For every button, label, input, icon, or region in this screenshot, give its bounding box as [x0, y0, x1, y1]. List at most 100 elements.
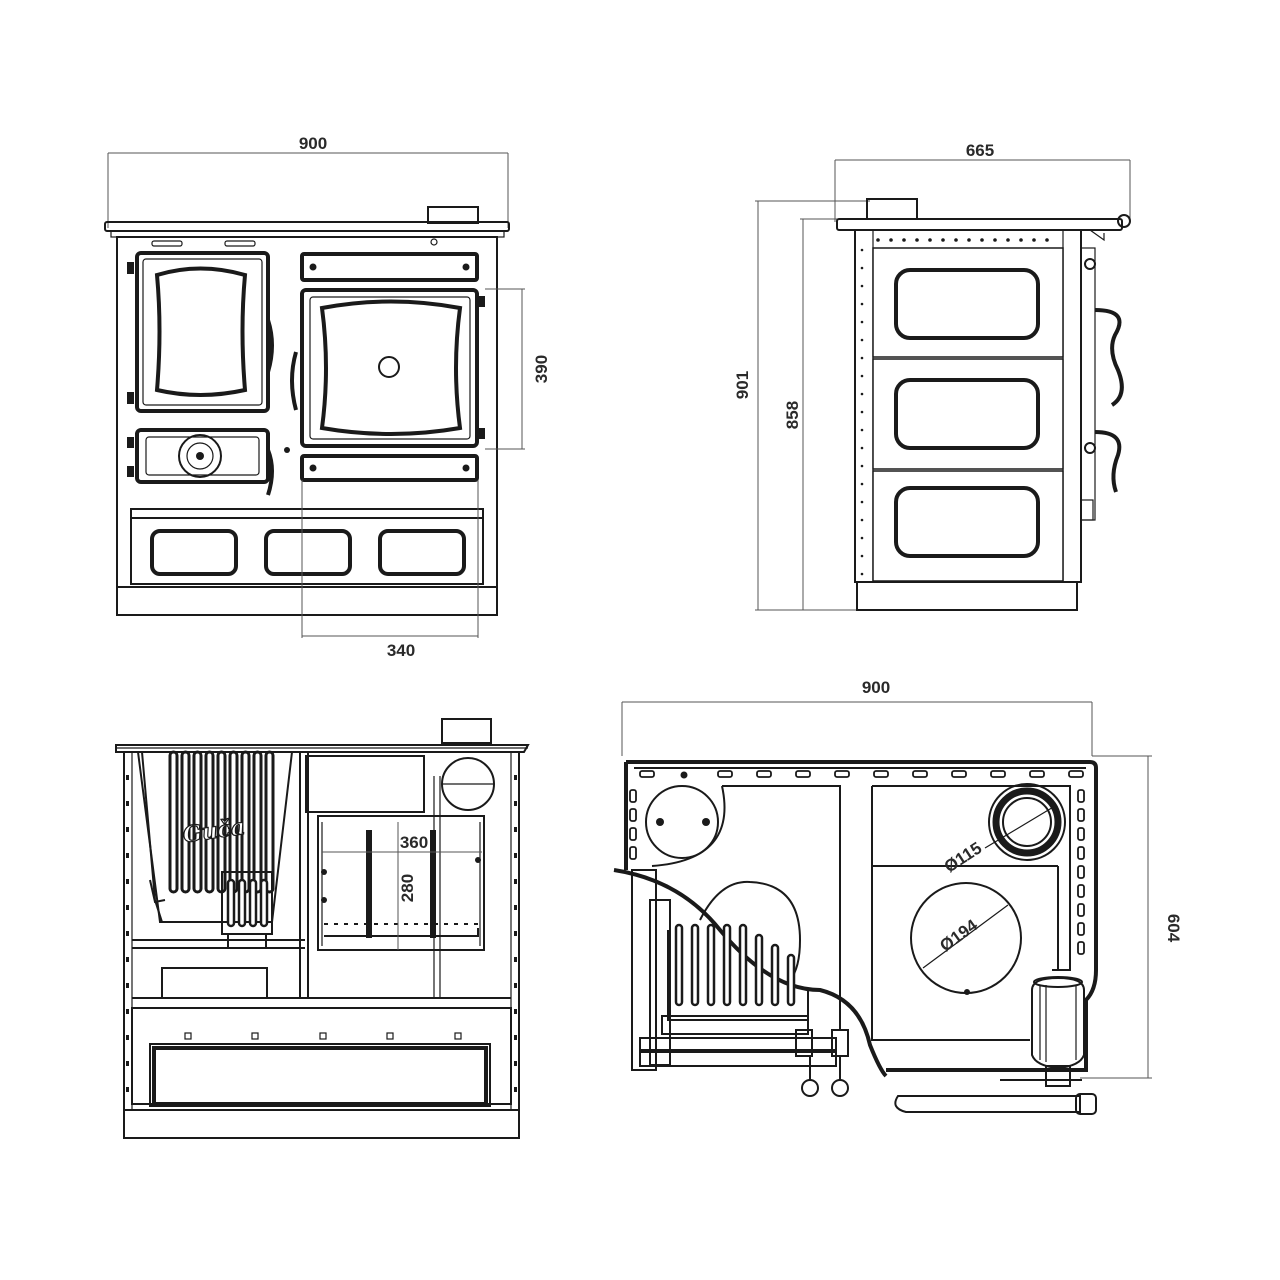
grate-rib	[690, 923, 700, 1007]
rivet	[902, 238, 906, 242]
top-depth-label: 604	[1164, 914, 1183, 943]
hob-slot	[1077, 827, 1085, 841]
rivet	[126, 853, 129, 858]
grate-rib	[706, 923, 716, 1007]
hotplate-ring: Ø194	[910, 882, 1022, 995]
ash-pan-rib	[237, 878, 247, 928]
rivet	[860, 392, 864, 396]
side-hob-height-dimension: 858	[783, 218, 845, 610]
rivet	[1019, 238, 1023, 242]
hob-slot	[951, 770, 967, 778]
rivet	[967, 238, 971, 242]
rivet	[993, 238, 997, 242]
hob-slot	[1077, 865, 1085, 879]
grate-rib	[722, 923, 732, 1007]
side-plinth	[856, 581, 1078, 611]
oven-interior-dimensions: 360 280	[322, 822, 482, 950]
section-view: Guča	[115, 718, 530, 1139]
section-oven-box	[317, 815, 485, 951]
storage-drawer	[130, 508, 484, 585]
grate-rib	[252, 750, 263, 894]
grate-rib	[674, 923, 684, 1007]
top-view: 900 604 Ø	[613, 678, 1183, 1115]
hotplate-diameter-label: Ø194	[936, 915, 981, 955]
hob-slot	[1077, 808, 1085, 822]
top-width-dimension: 900	[621, 678, 1093, 756]
rivet	[126, 957, 129, 962]
ash-pan-rib	[248, 878, 258, 928]
left-cooking-ring	[645, 785, 719, 859]
section-plinth	[123, 1109, 520, 1139]
rivet	[514, 879, 517, 884]
hob-slot	[1029, 770, 1045, 778]
rivet	[980, 238, 984, 242]
rivet	[514, 983, 517, 988]
oven-door-height-dimension: 390	[485, 288, 551, 450]
hob-slot	[834, 770, 850, 778]
rivet	[126, 905, 129, 910]
rivet	[126, 1087, 129, 1092]
side-panel-upper	[894, 268, 1040, 340]
hob-slot	[1077, 884, 1085, 898]
hob-slot	[629, 827, 637, 841]
ash-drawer	[127, 428, 274, 496]
oven-interior-width-label: 360	[400, 833, 428, 852]
side-drawer-handle	[1094, 430, 1122, 493]
side-view: 665 901 858	[733, 141, 1131, 611]
side-panel-lower	[894, 486, 1040, 558]
side-depth-dimension: 665	[834, 141, 1131, 222]
grate-rib	[264, 750, 275, 894]
hob-slot	[1068, 770, 1084, 778]
oven-door-height-label: 390	[532, 355, 551, 383]
rivet	[860, 320, 864, 324]
grate-rib	[180, 750, 191, 894]
section-flue-collar	[441, 718, 492, 744]
rivet	[126, 1009, 129, 1014]
drawer-stud	[184, 1032, 192, 1040]
rivet	[514, 1009, 517, 1014]
hob-slot	[639, 770, 655, 778]
ash-pan-rib	[226, 878, 236, 928]
rivet	[860, 536, 864, 540]
drawer-stud	[251, 1032, 259, 1040]
hob-slot	[756, 770, 772, 778]
flue-opening: Ø115	[941, 783, 1066, 876]
grate-rib	[754, 933, 764, 1007]
rivet	[514, 1035, 517, 1040]
hob-slot	[629, 789, 637, 803]
rivet	[514, 801, 517, 806]
rivet	[126, 801, 129, 806]
towel-rail	[894, 1093, 1097, 1115]
oven-door-width-label: 340	[387, 641, 415, 660]
side-depth-label: 665	[966, 141, 994, 160]
section-ash-pan	[221, 871, 273, 949]
rivet	[860, 374, 864, 378]
hob-slot	[1077, 903, 1085, 917]
control-knob-left	[801, 1079, 819, 1097]
rivet	[126, 1035, 129, 1040]
grate-rib	[168, 750, 179, 894]
side-hob-height-label: 858	[783, 401, 802, 429]
rivet	[514, 1087, 517, 1092]
rivet	[514, 827, 517, 832]
section-hob-plate	[115, 744, 530, 753]
hob-outline	[626, 760, 1098, 1072]
firebox-door	[127, 251, 274, 413]
rivet	[126, 931, 129, 936]
hob-slot	[912, 770, 928, 778]
rivet	[1032, 238, 1036, 242]
ash-pan-rib	[259, 878, 269, 928]
grate-rib	[192, 750, 203, 894]
section-firebox-grate	[137, 750, 293, 923]
flue-diameter-label: Ø115	[941, 838, 985, 876]
side-total-height-label: 901	[733, 371, 752, 399]
hob-slot	[873, 770, 889, 778]
rivet	[126, 775, 129, 780]
grate-rib	[786, 953, 796, 1007]
water-cylinder	[1000, 976, 1085, 1087]
rivet	[514, 1061, 517, 1066]
side-towel-rail-end	[1117, 214, 1131, 228]
rivet	[954, 238, 958, 242]
control-knob-right	[831, 1079, 849, 1097]
oven-interior-height-label: 280	[398, 874, 417, 902]
